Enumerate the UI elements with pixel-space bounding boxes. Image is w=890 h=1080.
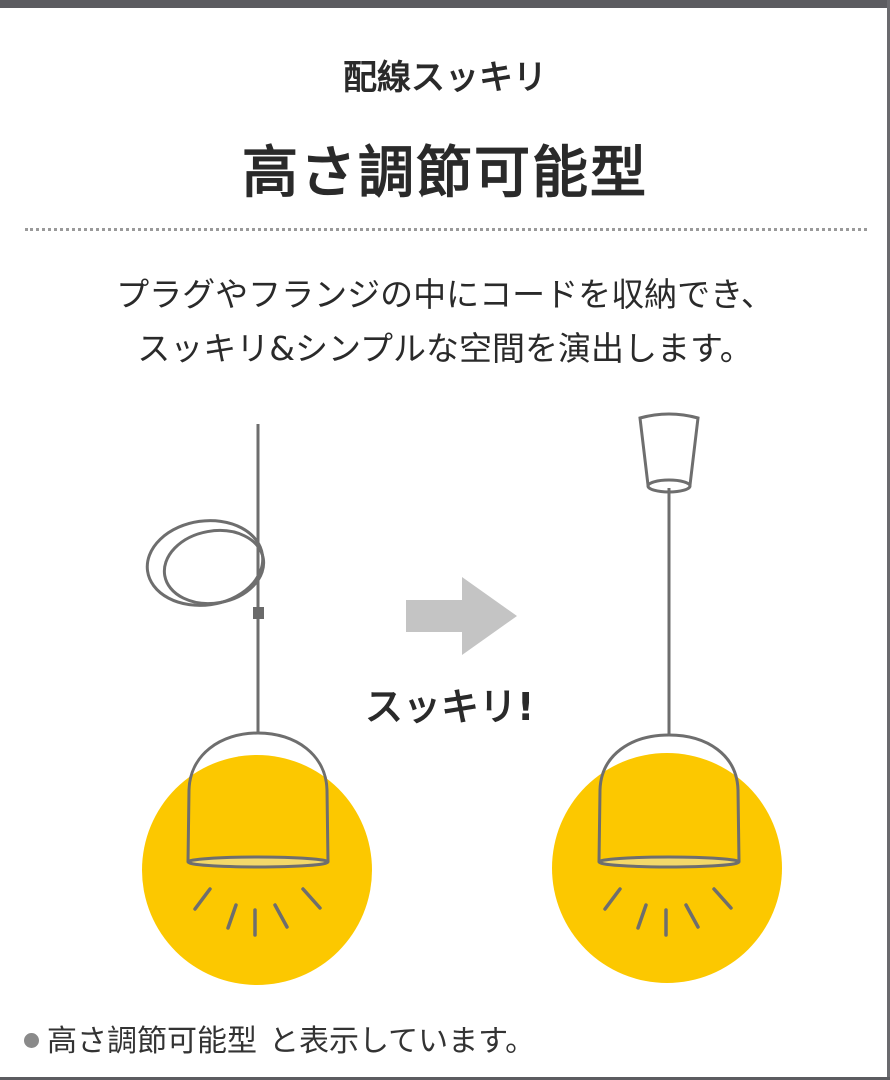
right-arrow-icon — [406, 577, 517, 655]
right-frame-border — [887, 0, 890, 1080]
bullet-icon — [24, 1032, 39, 1048]
dotted-divider — [25, 228, 867, 231]
feature-description: プラグやフランジの中にコードを収納でき、 スッキリ&シンプルな空間を演出します。 — [0, 268, 890, 376]
bottom-frame-border — [0, 1077, 890, 1080]
before-after-illustration — [0, 400, 890, 1000]
before-lamp-icon — [142, 424, 372, 985]
feature-title: 高さ調節可能型 — [242, 141, 648, 206]
left-glow-circle — [142, 755, 372, 985]
feature-subtitle: 配線スッキリ — [343, 58, 547, 98]
footnote: 高さ調節可能型 と表示しています。 — [24, 1018, 536, 1059]
after-lamp-icon — [552, 412, 782, 983]
description-line-2: スッキリ&シンプルな空間を演出します。 — [137, 329, 753, 368]
top-frame-bar — [0, 0, 890, 8]
footnote-text: と表示しています。 — [269, 1024, 536, 1059]
arrow-caption: スッキリ! — [365, 685, 535, 729]
footnote-highlight: 高さ調節可能型 — [47, 1024, 257, 1059]
description-line-1: プラグやフランジの中にコードを収納でき、 — [116, 275, 774, 314]
